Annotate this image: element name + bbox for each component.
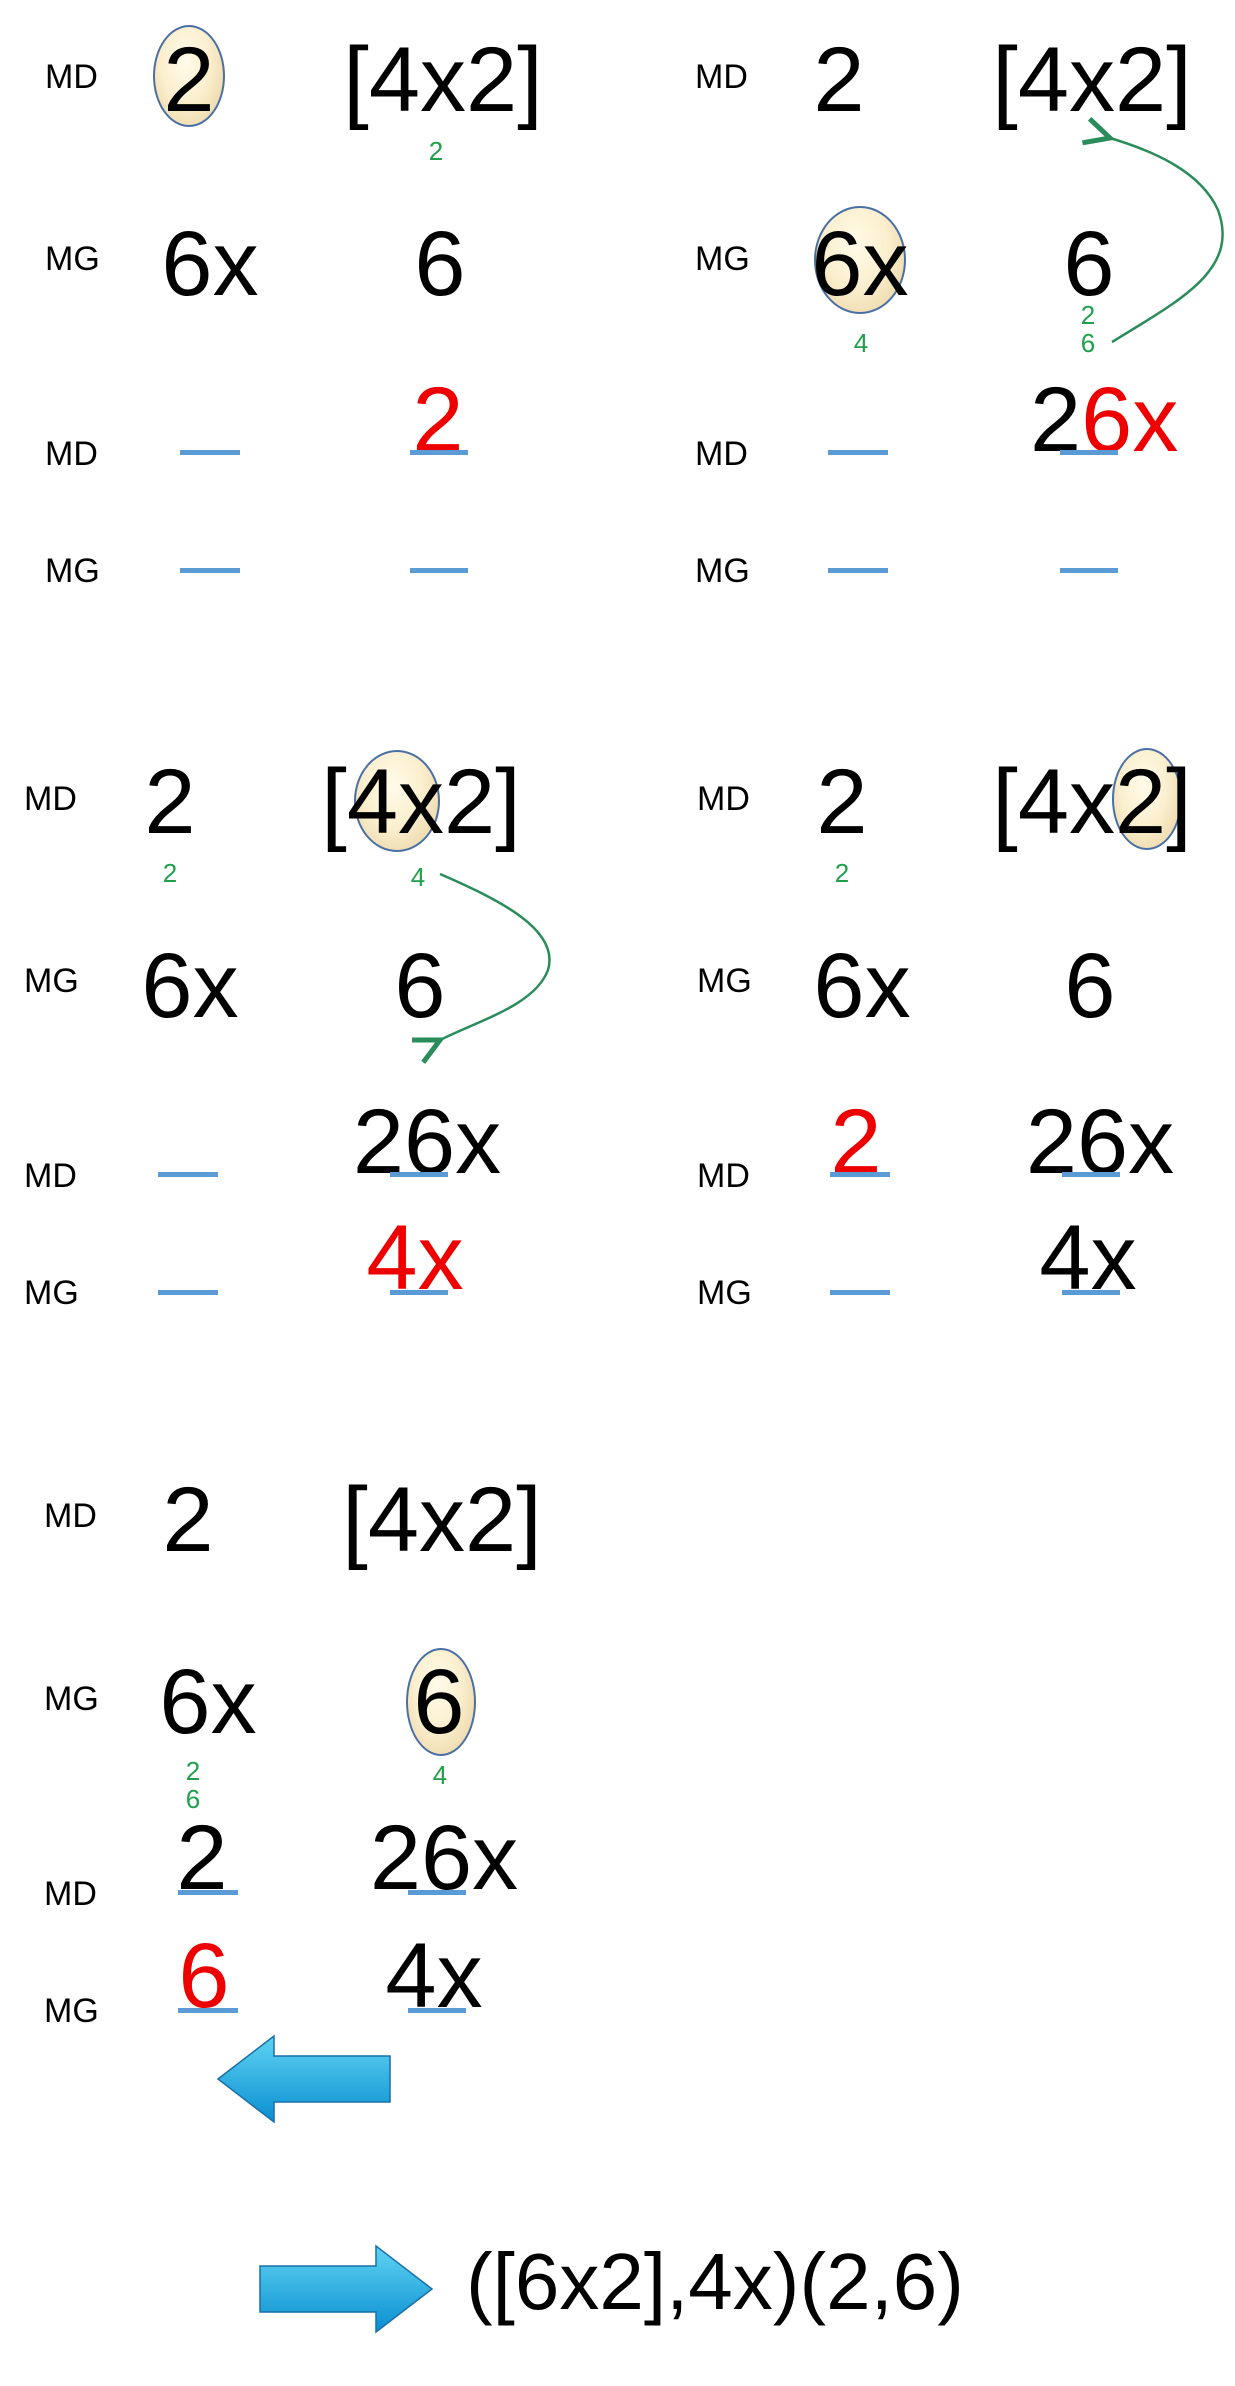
note-right: 4 xyxy=(410,862,426,892)
blank-underline xyxy=(830,1290,890,1295)
result-mg: 4x xyxy=(366,1207,464,1309)
mg-value-1: 6x xyxy=(161,213,259,315)
mg-label: MG xyxy=(45,552,100,590)
note-left: 4 xyxy=(853,328,869,358)
mg-label: MG xyxy=(44,1680,99,1718)
result-text: ([6x2],4x)(2,6) xyxy=(466,2237,964,2326)
blank-underline xyxy=(1060,568,1118,573)
note-left-bottom: 6 xyxy=(185,1784,201,1814)
md-value-1: 2 xyxy=(816,751,868,853)
md-label: MD xyxy=(24,1157,77,1195)
blank-underline xyxy=(1062,1290,1120,1295)
md-label: MD xyxy=(695,58,748,96)
note-top: 2 xyxy=(428,136,444,166)
mg-label: MG xyxy=(45,240,100,278)
md-label: MD xyxy=(44,1497,97,1535)
mg-label: MG xyxy=(695,552,750,590)
blank-underline xyxy=(1062,1172,1120,1177)
md-value-2: [4x2] xyxy=(342,1469,542,1571)
md-label: MD xyxy=(697,1157,750,1195)
note-right: 4 xyxy=(432,1760,448,1790)
md-label: MD xyxy=(45,58,98,96)
md-label: MD xyxy=(697,780,750,818)
mg-value-2: 6 xyxy=(414,213,466,315)
mg-value-1: 6x xyxy=(811,213,909,315)
mg-value-2: 6 xyxy=(1064,935,1116,1037)
note-left-top: 2 xyxy=(185,1756,201,1786)
note-right-top: 2 xyxy=(1080,300,1096,330)
note-right-bottom: 6 xyxy=(1080,328,1096,358)
highlight-oval xyxy=(406,1648,476,1756)
mg-value-2: 6 xyxy=(1063,213,1115,315)
blank-underline xyxy=(828,450,888,455)
note-left: 2 xyxy=(162,858,178,888)
mg-label: MG xyxy=(697,1274,752,1312)
md-label: MD xyxy=(44,1875,97,1913)
result-md-left: 2 xyxy=(176,1807,228,1909)
blank-underline xyxy=(180,450,240,455)
result-md-right: 26x xyxy=(369,1807,519,1909)
mg-value-1: 6x xyxy=(813,935,911,1037)
blank-underline xyxy=(410,568,468,573)
blank-underline xyxy=(830,1172,890,1177)
blank-underline xyxy=(180,568,240,573)
mg-label: MG xyxy=(24,1274,79,1312)
highlight-oval xyxy=(814,206,906,314)
result-mg-left: 6 xyxy=(178,1925,230,2027)
md-value-1: 2 xyxy=(163,29,215,131)
highlight-oval xyxy=(1112,748,1182,850)
md-value-2: [4x2] xyxy=(343,29,543,131)
mg-value-1: 6x xyxy=(141,935,239,1037)
highlight-oval xyxy=(354,750,440,852)
blank-underline xyxy=(158,1172,218,1177)
blank-underline xyxy=(410,450,468,455)
mg-value-1: 6x xyxy=(159,1651,257,1753)
highlight-oval xyxy=(153,25,225,127)
md-value-2: [4x2] xyxy=(992,29,1192,131)
mg-label: MG xyxy=(697,962,752,1000)
blank-underline xyxy=(1060,450,1118,455)
md-value-2: [4x2] xyxy=(992,751,1192,853)
blank-underline xyxy=(390,1290,448,1295)
mg-value-2: 6 xyxy=(394,935,446,1037)
result-mg-right: 4x xyxy=(385,1925,483,2027)
md-label: MD xyxy=(695,435,748,473)
right-arrow-icon xyxy=(259,2244,434,2334)
md-value-1: 2 xyxy=(162,1469,214,1571)
left-arrow-icon xyxy=(216,2034,391,2124)
blank-underline xyxy=(408,1890,466,1895)
blank-underline xyxy=(178,2008,238,2013)
blank-underline xyxy=(408,2008,466,2013)
result-mg-right: 4x xyxy=(1039,1207,1137,1309)
md-value-1: 2 xyxy=(144,751,196,853)
blank-underline xyxy=(828,568,888,573)
mg-value-2: 6 xyxy=(413,1651,465,1753)
blank-underline xyxy=(158,1290,218,1295)
mg-label: MG xyxy=(44,1992,99,2030)
md-label: MD xyxy=(45,435,98,473)
blank-underline xyxy=(390,1172,448,1177)
mg-label: MG xyxy=(24,962,79,1000)
note-left: 2 xyxy=(834,858,850,888)
mg-label: MG xyxy=(695,240,750,278)
md-label: MD xyxy=(24,780,77,818)
md-value-2: [4x2] xyxy=(321,751,521,853)
blank-underline xyxy=(178,1890,238,1895)
md-value-1: 2 xyxy=(813,29,865,131)
